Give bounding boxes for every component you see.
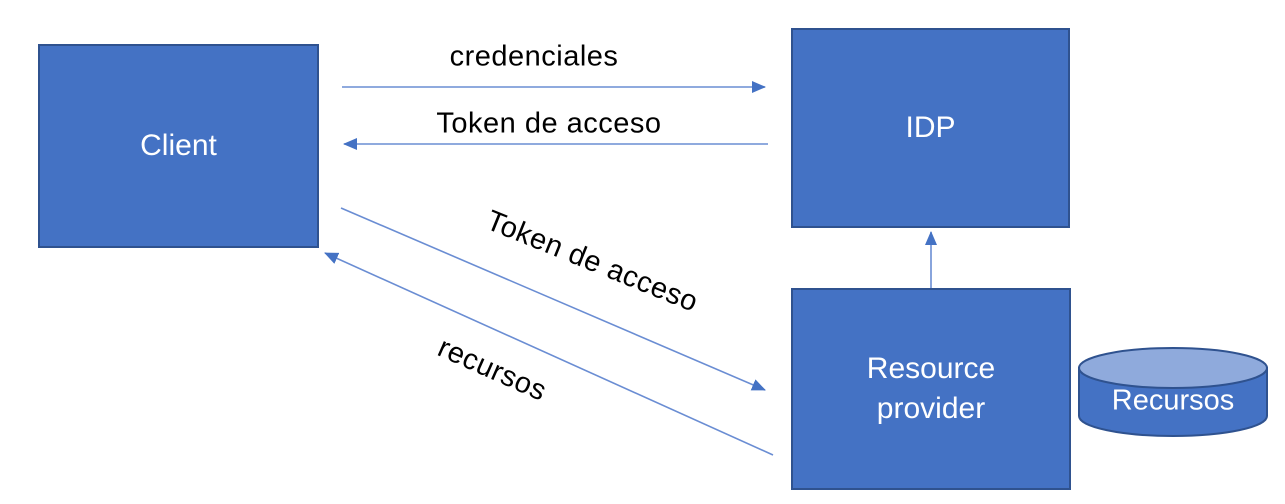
edge-label-recursos: recursos xyxy=(433,331,552,408)
node-resource-provider-label: Resource provider xyxy=(866,351,996,426)
edge-label-token-acceso-top: Token de acceso xyxy=(436,107,662,140)
database-cylinder-icon xyxy=(1078,347,1268,437)
node-client: Client xyxy=(38,44,319,248)
arrow-recursos-rp-to-client xyxy=(324,252,774,456)
edge-label-credenciales: credenciales xyxy=(449,40,619,73)
node-idp-label: IDP xyxy=(905,111,956,144)
node-resource-provider: Resource provider xyxy=(791,288,1071,490)
edge-label-token-acceso-diagonal: Token de acceso xyxy=(481,204,703,319)
node-client-label: Client xyxy=(140,129,217,162)
node-idp: IDP xyxy=(791,28,1070,228)
node-recursos-db-label: Recursos xyxy=(1111,384,1235,417)
